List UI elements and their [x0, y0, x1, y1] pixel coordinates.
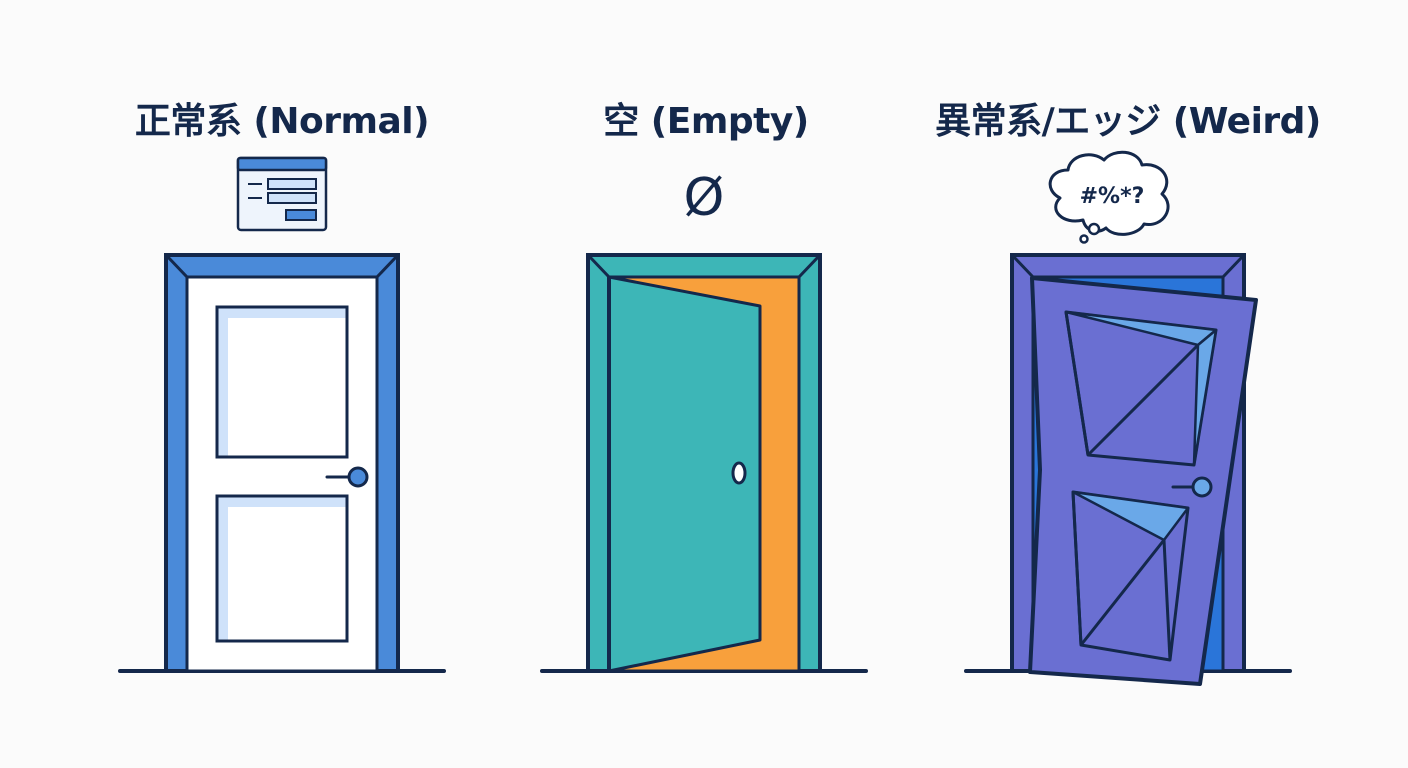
panel-title-normal: 正常系 (Normal): [134, 101, 430, 142]
panel-title-empty: 空 (Empty): [603, 101, 809, 142]
door-handle: [731, 461, 747, 485]
thought-bubble-icon: #%*?: [1048, 150, 1170, 244]
door-slab: [185, 275, 379, 673]
form-window-icon: [236, 156, 328, 232]
panel-weird: 異常系/エッジ (Weird) #%*?: [848, 0, 1408, 768]
panel-normal: 正常系 (Normal): [0, 0, 564, 768]
empty-door-illustration: Ø: [540, 168, 868, 673]
panel-title-weird: 異常系/エッジ (Weird): [935, 101, 1321, 142]
weird-door-illustration: #%*?: [964, 150, 1292, 686]
door-slab-crooked: [1028, 276, 1258, 686]
thought-text: #%*?: [1080, 184, 1145, 209]
normal-door-illustration: [118, 156, 446, 673]
panel-empty: 空 (Empty) Ø: [424, 0, 988, 768]
door-slab-open: [607, 275, 762, 673]
empty-set-icon: Ø: [684, 168, 725, 228]
